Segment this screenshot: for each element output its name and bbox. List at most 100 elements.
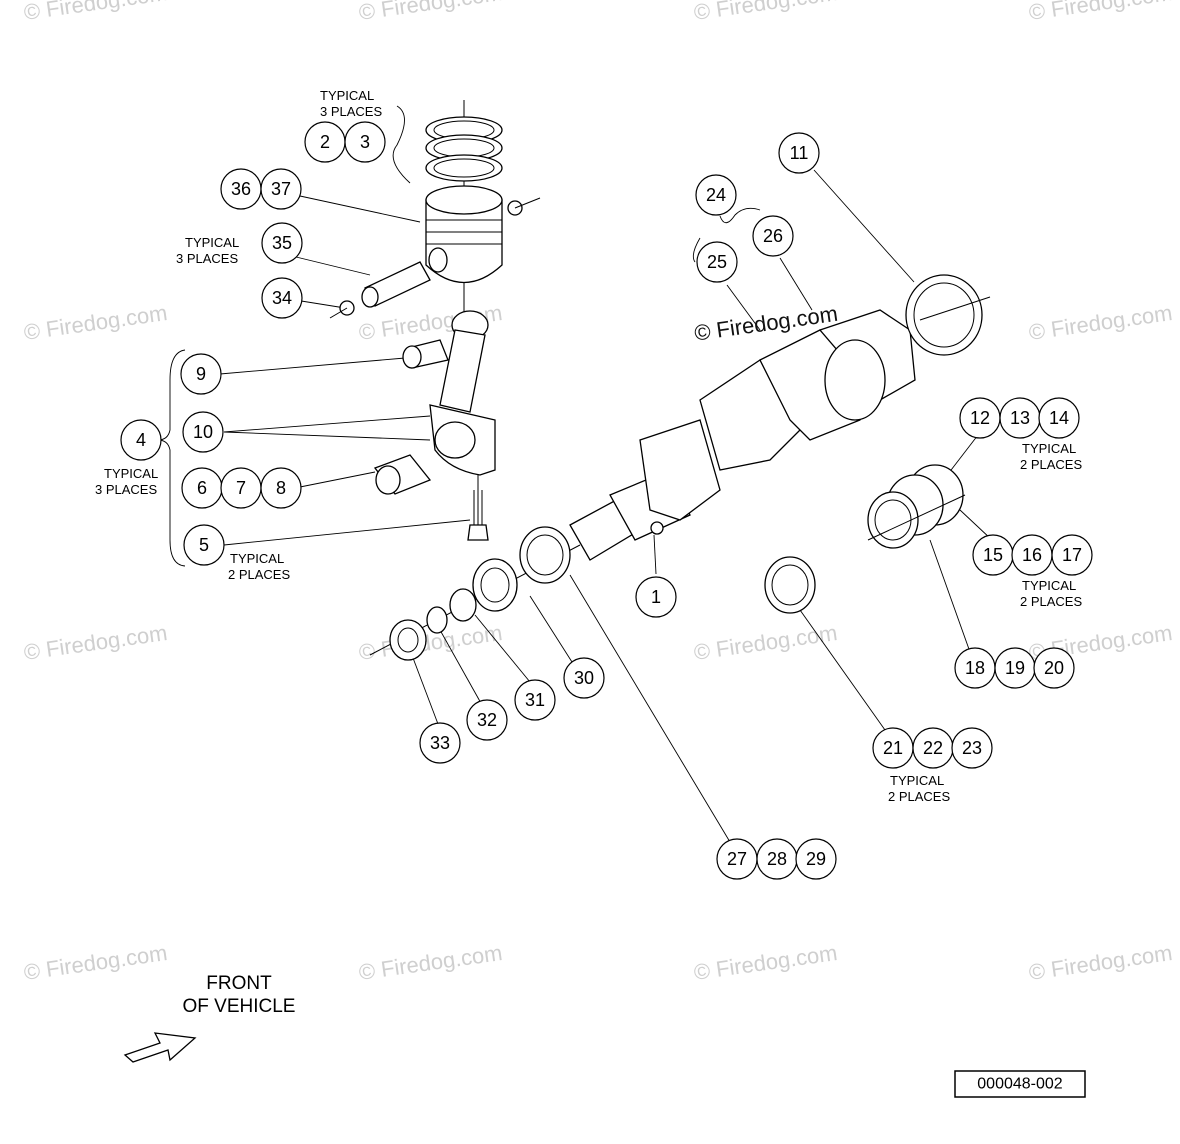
svg-text:000048-002: 000048-002 [977,1076,1063,1093]
svg-text:TYPICAL: TYPICAL [320,88,374,103]
callout-36: 36 [220,168,262,210]
callout-number: 14 [1049,408,1069,428]
callout-number: 18 [965,658,985,678]
notes: TYPICAL 3 PLACES TYPICAL 3 PLACES TYPICA… [95,88,1082,804]
svg-text:3 PLACES: 3 PLACES [176,251,238,266]
callout-number: 35 [272,233,292,253]
callout-13: 13 [999,397,1041,439]
crankshaft [569,309,916,561]
callout-35: 35 [261,222,303,264]
callout-34: 34 [261,277,303,319]
svg-text:3 PLACES: 3 PLACES [320,104,382,119]
callout-number: 34 [272,288,292,308]
callout-1: 1 [635,576,677,618]
svg-text:TYPICAL: TYPICAL [230,551,284,566]
callout-18: 18 [954,647,996,689]
svg-text:TYPICAL: TYPICAL [104,466,158,481]
callout-number: 10 [193,422,213,442]
callout-7: 7 [220,467,262,509]
svg-text:2 PLACES: 2 PLACES [888,789,950,804]
callout-number: 20 [1044,658,1064,678]
callout-8: 8 [260,467,302,509]
callout-number: 23 [962,738,982,758]
svg-text:2 PLACES: 2 PLACES [228,567,290,582]
callout-31: 31 [514,679,556,721]
callout-16: 16 [1011,534,1053,576]
svg-text:TYPICAL: TYPICAL [890,773,944,788]
callout-number: 21 [883,738,903,758]
callout-29: 29 [795,838,837,880]
watermark-text: © Firedog.com [22,620,169,665]
callout-number: 29 [806,849,826,869]
callout-number: 13 [1010,408,1030,428]
callout-17: 17 [1051,534,1093,576]
callout-number: 11 [790,143,809,163]
callout-number: 1 [651,587,661,607]
seal-and-bearing-rear [867,464,966,549]
callout-12: 12 [959,397,1001,439]
piston-pin [329,261,431,319]
callout-21: 21 [872,727,914,769]
callout-number: 12 [970,408,990,428]
piston-rings [425,100,503,320]
callout-number: 17 [1062,545,1082,565]
front-bearing-gear-stack [369,526,581,661]
callout-number: 2 [320,132,330,152]
callout-number: 16 [1022,545,1042,565]
callout-number: 24 [706,185,726,205]
callout-number: 25 [707,252,727,272]
svg-text:TYPICAL: TYPICAL [1022,441,1076,456]
svg-text:OF VEHICLE: OF VEHICLE [183,996,296,1017]
callout-number: 28 [767,849,787,869]
callout-5: 5 [183,524,225,566]
callout-9: 9 [180,353,222,395]
callout-15: 15 [972,534,1014,576]
callout-number: 9 [196,364,206,384]
rod-bolt [467,475,489,541]
callout-number: 6 [197,478,207,498]
watermark-text: © Firedog.com [22,0,169,25]
callout-6: 6 [181,467,223,509]
svg-text:3 PLACES: 3 PLACES [95,482,157,497]
svg-text:TYPICAL: TYPICAL [1022,578,1076,593]
callout-33: 33 [419,722,461,764]
callout-number: 3 [360,132,370,152]
svg-text:2 PLACES: 2 PLACES [1020,457,1082,472]
reference-number: 000048-002 [954,1070,1086,1098]
watermark-text: © Firedog.com [692,0,839,25]
callout-number: 26 [763,226,783,246]
callout-number: 7 [236,478,246,498]
callout-number: 30 [574,668,594,688]
callout-19: 19 [994,647,1036,689]
svg-text:2 PLACES: 2 PLACES [1020,594,1082,609]
callout-number: 36 [231,179,251,199]
callout-number: 31 [525,690,545,710]
front-of-vehicle-label: FRONT OF VEHICLE [183,973,296,1017]
callout-number: 32 [477,710,497,730]
callout-37: 37 [260,168,302,210]
callout-24: 24 [695,174,737,216]
callout-number: 8 [276,478,286,498]
main-bearing-front [905,274,991,356]
watermark-text: © Firedog.com [357,0,504,25]
rod-bearing [373,454,432,495]
callout-26: 26 [752,215,794,257]
watermark-text: © Firedog.com [1027,940,1174,985]
callout-11: 11 [778,132,820,174]
front-of-vehicle-arrow [123,1032,197,1063]
callout-number: 37 [271,179,291,199]
watermark-text: © Firedog.com [1027,300,1174,345]
callout-25: 25 [696,241,738,283]
svg-text:FRONT: FRONT [206,973,272,994]
callout-28: 28 [756,838,798,880]
callout-3: 3 [344,121,386,163]
callout-23: 23 [951,727,993,769]
svg-text:TYPICAL: TYPICAL [185,235,239,250]
watermark-text: © Firedog.com [692,620,839,665]
watermark-text: © Firedog.com [1027,0,1174,25]
callout-number: 5 [199,535,209,555]
callout-number: 27 [727,849,747,869]
callout-number: 33 [430,733,450,753]
